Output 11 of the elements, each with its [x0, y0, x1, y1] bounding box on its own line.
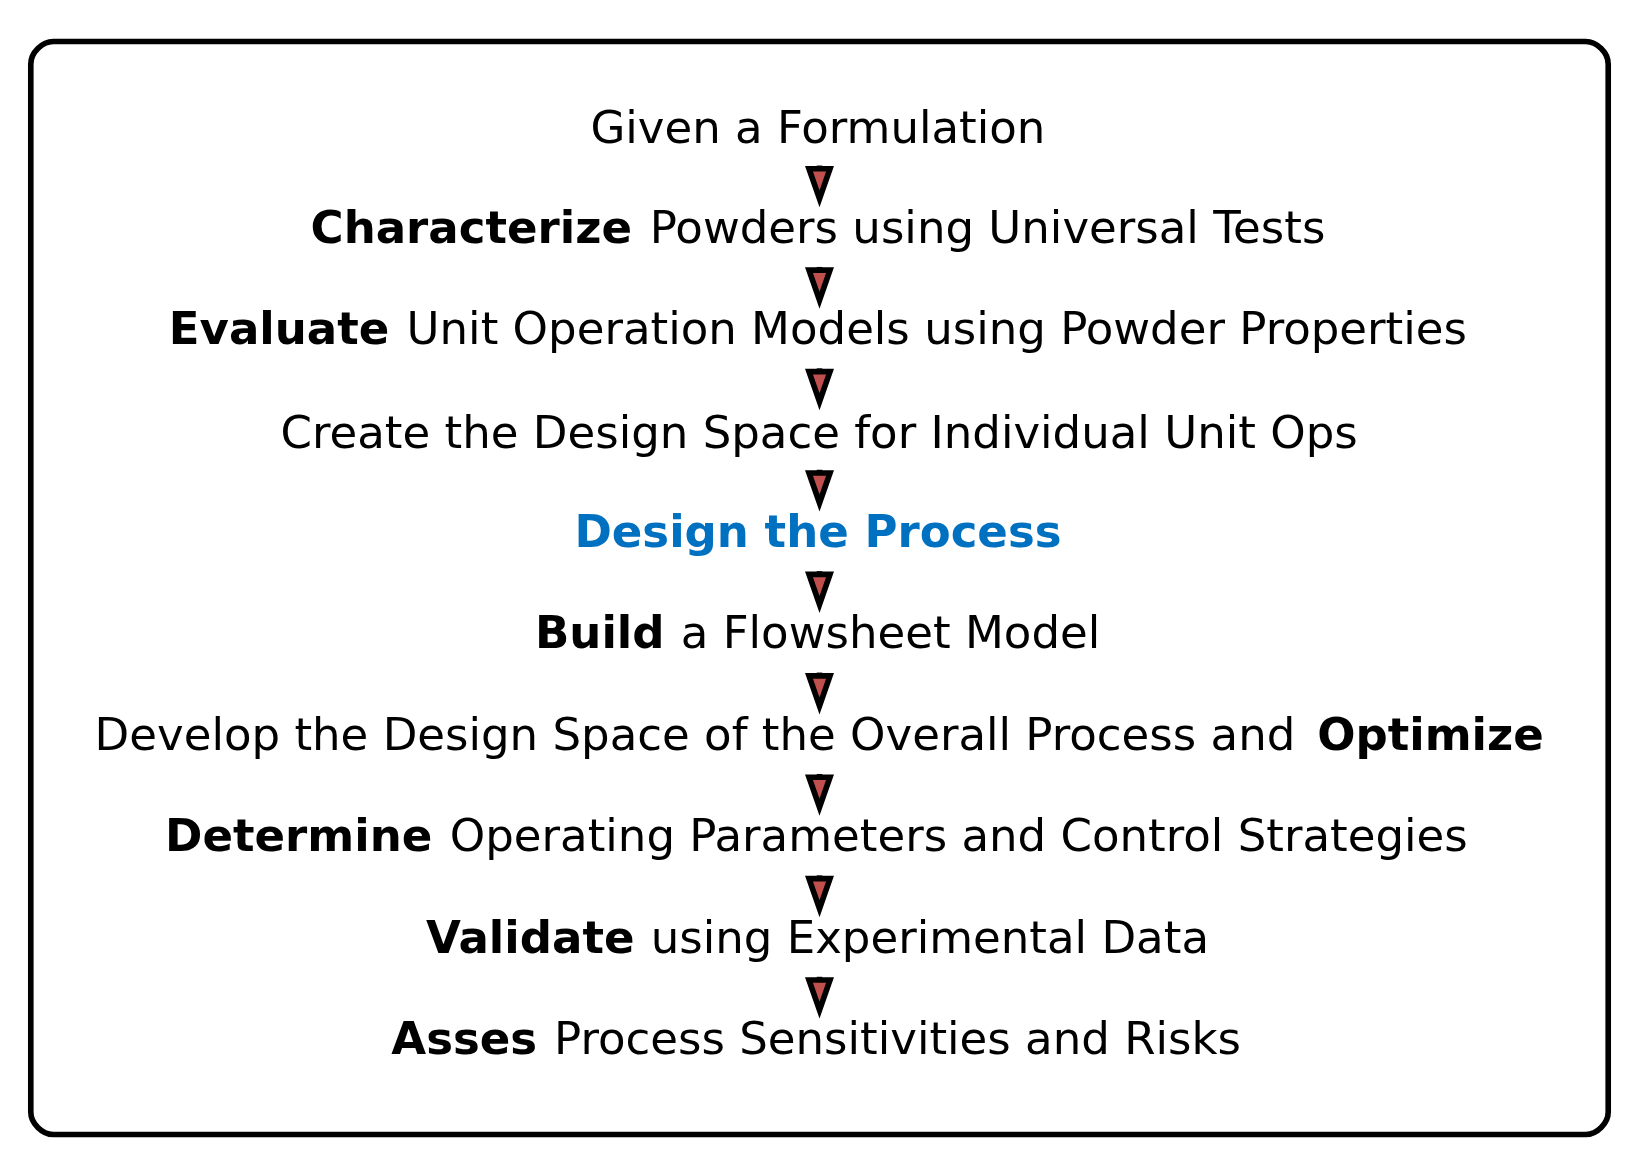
node-text: Determine Operating Parameters and Control Strategies [165, 809, 1468, 863]
node-text: Characterize Powders using Universal Tests [310, 200, 1326, 254]
node-text: Design the Process [574, 505, 1062, 559]
node-text: Build a Flowsheet Model [535, 606, 1101, 660]
node-text: Create the Design Space for Individual Unit Ops [280, 405, 1358, 459]
node-text: Validate using Experimental Data [426, 910, 1209, 964]
node-text: Develop the Design Space of the Overall Process and Optimize [94, 707, 1544, 761]
node-text: Evaluate Unit Operation Models using Powder Properties [168, 302, 1467, 356]
node-text: Asses Process Sensitivities and Risks [391, 1012, 1242, 1066]
node-text: Given a Formulation [590, 101, 1046, 155]
cluster [27, 38, 1612, 1138]
